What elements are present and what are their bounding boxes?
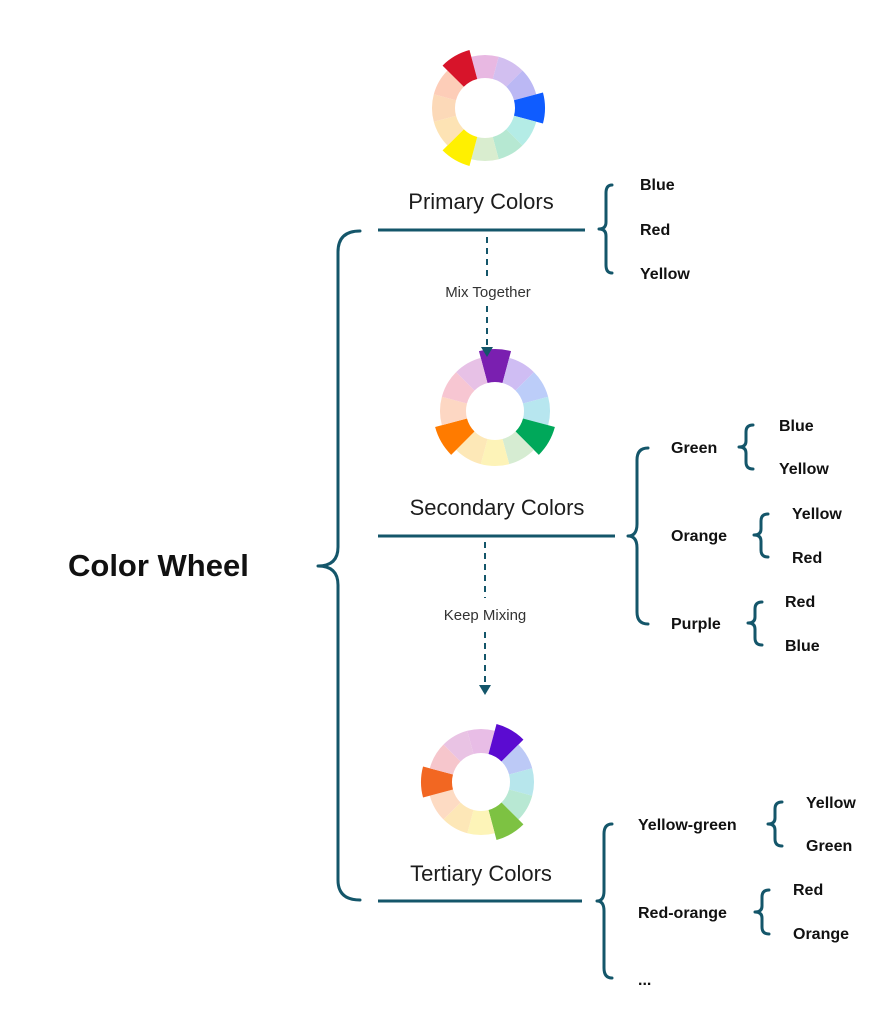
red-orange-brace bbox=[753, 888, 771, 936]
red-orange-child-red: Red bbox=[793, 882, 823, 899]
wheel-segment-mauve bbox=[443, 730, 474, 762]
purple-child-blue: Blue bbox=[785, 638, 820, 655]
wheel-segment-yellow-green bbox=[488, 802, 524, 840]
tertiary-item-ellipsis: ... bbox=[638, 972, 651, 989]
secondary-color-wheel bbox=[435, 349, 555, 467]
green-child-blue: Blue bbox=[779, 418, 814, 435]
orange-child-red: Red bbox=[792, 550, 822, 567]
wheel-segment-periwinkle bbox=[501, 744, 533, 775]
secondary-brace bbox=[626, 446, 650, 626]
tertiary-color-wheel bbox=[421, 724, 534, 840]
purple-child-red: Red bbox=[785, 594, 815, 611]
wheel-segment-pink bbox=[471, 55, 499, 80]
wheel-segment-pale-yellow bbox=[480, 439, 510, 467]
green-brace bbox=[737, 423, 755, 471]
keep-mixing-arrow-head bbox=[479, 685, 491, 695]
mix-together-label: Mix Together bbox=[445, 284, 531, 301]
wheel-segment-mint bbox=[492, 129, 523, 160]
yellow-green-brace bbox=[766, 800, 784, 848]
wheel-segment-pale-green bbox=[471, 136, 499, 161]
wheel-segment-periwinkle bbox=[506, 70, 537, 101]
wheel-segment-red bbox=[442, 50, 478, 87]
wheel-segment-orange bbox=[435, 418, 475, 455]
mix-arrow-head bbox=[481, 347, 493, 357]
wheel-segment-peach bbox=[429, 789, 461, 820]
tertiary-colors-label: Tertiary Colors bbox=[410, 861, 552, 886]
tertiary-item-red-orange: Red-orange bbox=[638, 905, 727, 922]
primary-brace bbox=[597, 183, 614, 275]
diagram-title: Color Wheel bbox=[68, 548, 249, 583]
wheel-segment-periwinkle bbox=[515, 372, 549, 404]
wheel-segment-aqua bbox=[523, 396, 550, 426]
wheel-segment-orchid bbox=[456, 357, 488, 391]
wheel-segment-violet bbox=[488, 724, 524, 762]
wheel-segment-lavender bbox=[502, 357, 534, 391]
wheel-segment-orchid bbox=[467, 728, 495, 754]
wheel-segment-peach bbox=[439, 396, 467, 426]
wheel-segment-mint bbox=[501, 789, 533, 820]
orange-brace bbox=[752, 512, 770, 559]
primary-item-yellow: Yellow bbox=[640, 266, 690, 283]
red-orange-child-orange: Orange bbox=[793, 926, 849, 943]
wheel-segment-blue bbox=[513, 92, 546, 124]
wheel-segment-aqua bbox=[506, 115, 537, 146]
wheel-segment-pale-orange bbox=[433, 115, 464, 146]
purple-brace bbox=[746, 600, 764, 647]
wheel-segment-pink bbox=[429, 744, 461, 775]
wheel-segment-lavender bbox=[492, 56, 523, 87]
keep-mixing-label: Keep Mixing bbox=[444, 607, 527, 624]
wheel-segment-red-orange bbox=[421, 766, 453, 798]
wheel-segment-cream bbox=[443, 802, 474, 834]
primary-colors-label: Primary Colors bbox=[408, 189, 553, 214]
secondary-colors-label: Secondary Colors bbox=[410, 495, 585, 520]
wheel-segment-pale-yellow bbox=[467, 810, 495, 835]
wheel-segment-aqua bbox=[509, 768, 534, 796]
wheel-segment-purple bbox=[478, 349, 512, 383]
wheel-segment-pink bbox=[441, 372, 475, 404]
green-child-yellow: Yellow bbox=[779, 461, 829, 478]
primary-item-blue: Blue bbox=[640, 177, 675, 194]
secondary-item-purple: Purple bbox=[671, 616, 721, 633]
yellow-green-child-yellow: Yellow bbox=[806, 795, 856, 812]
main-brace bbox=[316, 229, 362, 902]
yellow-green-child-green: Green bbox=[806, 838, 852, 855]
wheel-segment-salmon bbox=[433, 70, 464, 101]
secondary-item-orange: Orange bbox=[671, 528, 727, 545]
tertiary-brace bbox=[595, 822, 614, 980]
secondary-item-green: Green bbox=[671, 440, 717, 457]
wheel-segment-green bbox=[515, 418, 555, 455]
wheel-segment-cream bbox=[456, 431, 488, 465]
wheel-segment-pale-green bbox=[502, 431, 534, 465]
orange-child-yellow: Yellow bbox=[792, 506, 842, 523]
wheel-segment-peach bbox=[432, 94, 457, 122]
primary-color-wheel bbox=[432, 50, 546, 166]
tertiary-item-yellow-green: Yellow-green bbox=[638, 817, 737, 834]
wheel-segment-yellow bbox=[442, 129, 478, 166]
primary-item-red: Red bbox=[640, 222, 670, 239]
